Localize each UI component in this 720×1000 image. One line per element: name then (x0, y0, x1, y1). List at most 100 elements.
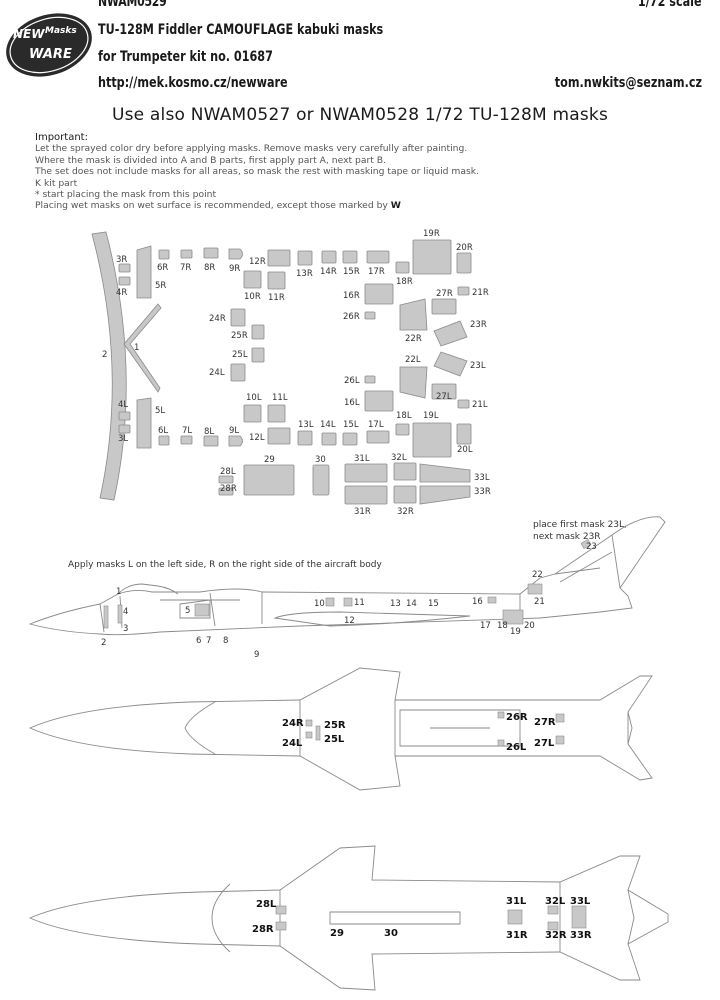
side-label: 1 (116, 587, 121, 597)
mask-label: 18R (396, 277, 413, 287)
mask-30 (312, 464, 330, 496)
top-label: 24L (282, 738, 303, 749)
mask-19R (412, 239, 452, 275)
mask-label: 21R (472, 288, 489, 298)
logo-text-new: NEW (13, 27, 45, 41)
side-label: 8 (223, 636, 228, 646)
new-ware-logo: NEW Masks WARE (3, 10, 95, 84)
mask-26R (364, 311, 376, 320)
wet-mark: W (390, 200, 401, 212)
mask-14L (321, 432, 337, 446)
side-label: 18 (497, 621, 508, 631)
top-label: 25L (324, 734, 345, 745)
mask-4L (118, 411, 131, 421)
mask-10L (243, 404, 262, 423)
mask-17L (366, 430, 390, 444)
mask-label: 22L (405, 355, 421, 365)
side-label: 23 (586, 542, 597, 552)
bottom-label: 30 (384, 928, 398, 939)
side-label: 22 (532, 570, 543, 580)
mask-25R (251, 324, 265, 340)
mask-32R (393, 485, 417, 504)
mask-label: 32R (397, 507, 414, 517)
mask-label: 14R (320, 267, 337, 277)
side-label: 15 (428, 599, 439, 609)
mask-3R (118, 263, 131, 273)
side-label: 13 (390, 599, 401, 609)
mask-label: 33R (474, 487, 491, 497)
logo-text-ware: WARE (29, 47, 72, 62)
mask-28L (218, 475, 234, 484)
instruction-line: K kit part (35, 177, 78, 189)
side-label: 7 (206, 636, 211, 646)
mask-label: 13R (296, 269, 313, 279)
mask-label: 23L (470, 361, 486, 371)
mask-14R (321, 250, 337, 264)
mask-label: 10L (246, 393, 262, 403)
bottom-label: 32R (545, 930, 567, 941)
mask-label: 14L (320, 420, 336, 430)
mask-9L (228, 435, 243, 447)
mask-label: 16L (344, 398, 360, 408)
bottom-label: 33L (570, 896, 591, 907)
mask-22R (399, 298, 428, 331)
mask-label: 7R (180, 263, 191, 273)
mask-8R (203, 247, 219, 259)
side-view-caption: Apply masks L on the left side, R on the… (68, 560, 382, 570)
bottom-label: 31R (506, 930, 528, 941)
mask-23R (433, 320, 468, 347)
mask-label: 11R (268, 293, 285, 303)
top-label: 25R (324, 720, 346, 731)
mask-10R (243, 270, 262, 289)
mask-12L (267, 427, 291, 445)
mask-3L (118, 424, 131, 434)
mask-20L (456, 423, 472, 445)
side-label: 19 (510, 627, 521, 637)
mask-label: 3L (118, 434, 128, 444)
mask-label: 2 (102, 350, 107, 360)
side-label: 12 (344, 616, 355, 626)
tail-note-line-1: place first mask 23L, (533, 520, 627, 530)
top-label: 26L (506, 742, 527, 753)
mask-label: 15L (343, 420, 359, 430)
mask-label: 18L (396, 411, 412, 421)
mask-8L (203, 435, 219, 447)
mask-5L (136, 397, 152, 449)
mask-label: 12R (249, 257, 266, 267)
mask-24R (230, 308, 246, 327)
side-label: 20 (524, 621, 535, 631)
mask-label: 30 (315, 455, 326, 465)
mask-21L (457, 399, 470, 409)
mask-11R (267, 271, 286, 290)
mask-label: 25L (232, 350, 248, 360)
instruction-line: Where the mask is divided into A and B p… (35, 154, 387, 166)
tail-note-line-2: next mask 23R (533, 532, 601, 542)
mask-27R (431, 298, 457, 315)
website-link[interactable]: http://mek.kosmo.cz/newware (98, 75, 288, 91)
instruction-line-wet: Placing wet masks on wet surface is reco… (35, 200, 479, 211)
side-label: 2 (101, 638, 106, 648)
mask-17R (366, 250, 390, 264)
mask-26L (364, 375, 376, 384)
mask-label: 23R (470, 320, 487, 330)
instruction-line: The set does not include masks for all a… (35, 166, 480, 178)
mask-label: 11L (272, 393, 288, 403)
mask-11L (267, 404, 286, 423)
mask-31R (344, 485, 388, 505)
mask-label: 28R (220, 484, 237, 494)
side-label: 14 (406, 599, 417, 609)
side-label: 4 (123, 607, 128, 617)
mask-2 (91, 231, 127, 501)
mask-6R (158, 249, 170, 260)
mask-23L (433, 351, 468, 377)
mask-16L (364, 390, 394, 412)
bottom-view-outline (28, 845, 669, 991)
mask-31L (344, 463, 388, 483)
mask-label: 10R (244, 292, 261, 302)
related-sets-note: Use also NWAM0527 or NWAM0528 1/72 TU-12… (111, 105, 609, 125)
email-link[interactable]: tom.nwkits@seznam.cz (554, 75, 702, 91)
mask-label: 29 (264, 455, 275, 465)
mask-label: 32L (391, 453, 407, 463)
mask-33R (419, 485, 471, 505)
mask-18L (395, 423, 410, 436)
